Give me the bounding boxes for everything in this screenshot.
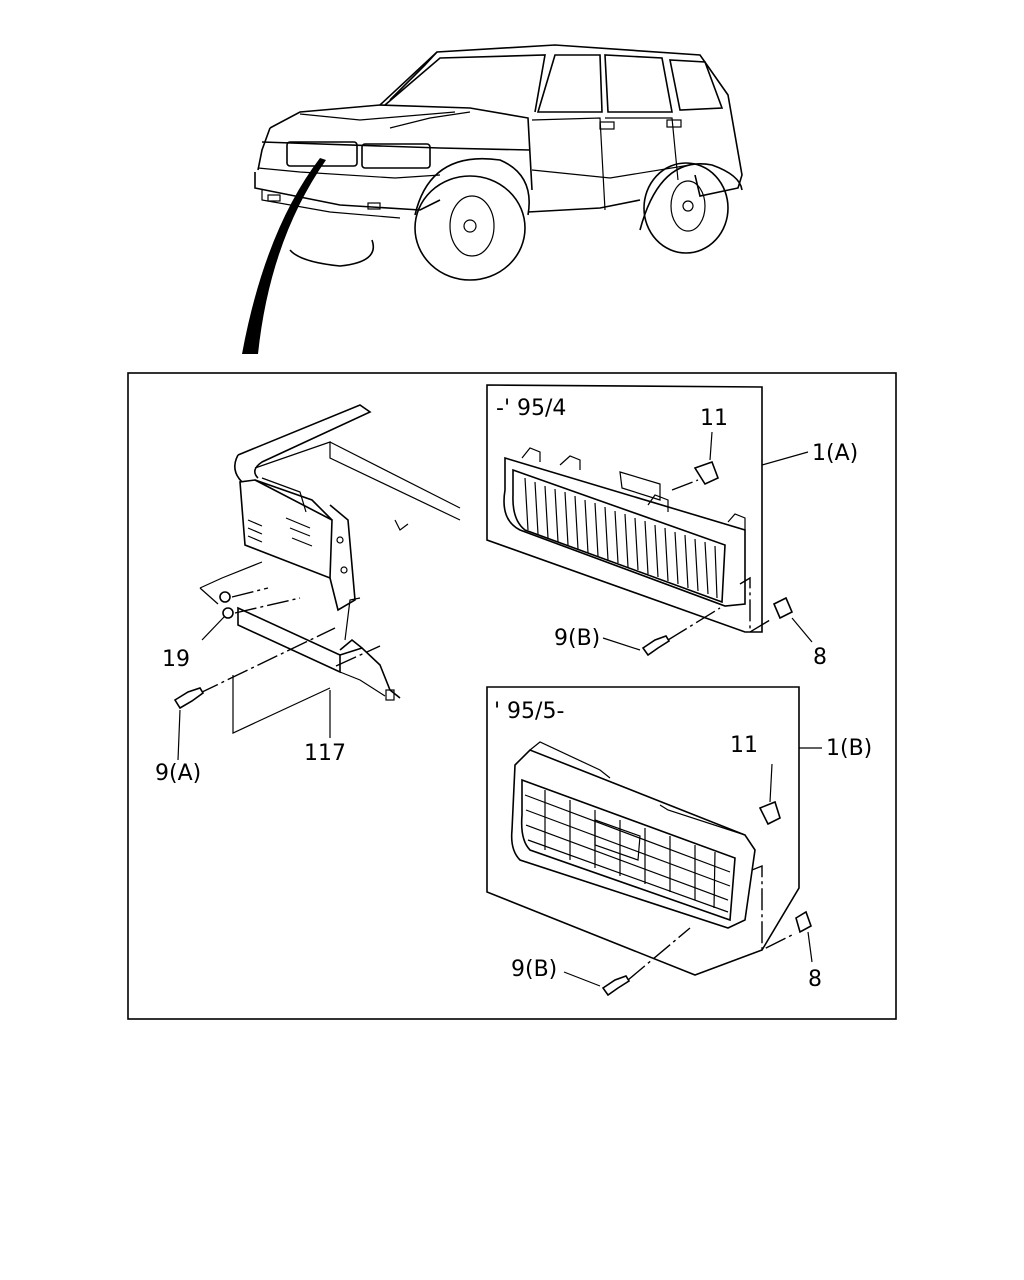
callout-8-late: 8 xyxy=(808,967,822,992)
grille-slats-early xyxy=(524,477,718,599)
callout-117: 117 xyxy=(304,741,346,766)
callout-1b: 1(B) xyxy=(826,736,872,761)
grille-slats-late xyxy=(524,790,731,913)
vehicle-illustration xyxy=(242,44,743,354)
bracket-assembly xyxy=(173,404,461,761)
callout-8-early: 8 xyxy=(813,645,827,670)
callout-19: 19 xyxy=(162,647,190,672)
callout-9b-early: 9(B) xyxy=(554,626,600,651)
callout-11-early: 11 xyxy=(700,406,728,431)
detail-frame xyxy=(127,372,897,1020)
pointer-arrow xyxy=(242,158,326,354)
callout-9b-late: 9(B) xyxy=(511,957,557,982)
inset-late-model: ' 95/5- xyxy=(486,686,822,997)
callout-11-late: 11 xyxy=(730,733,758,758)
range-label-early: -' 95/4 xyxy=(496,396,566,421)
callout-1a: 1(A) xyxy=(812,441,858,466)
callout-9a: 9(A) xyxy=(155,761,201,786)
inset-early-model: -' 95/4 xyxy=(486,384,813,657)
range-label-late: ' 95/5- xyxy=(494,699,564,724)
